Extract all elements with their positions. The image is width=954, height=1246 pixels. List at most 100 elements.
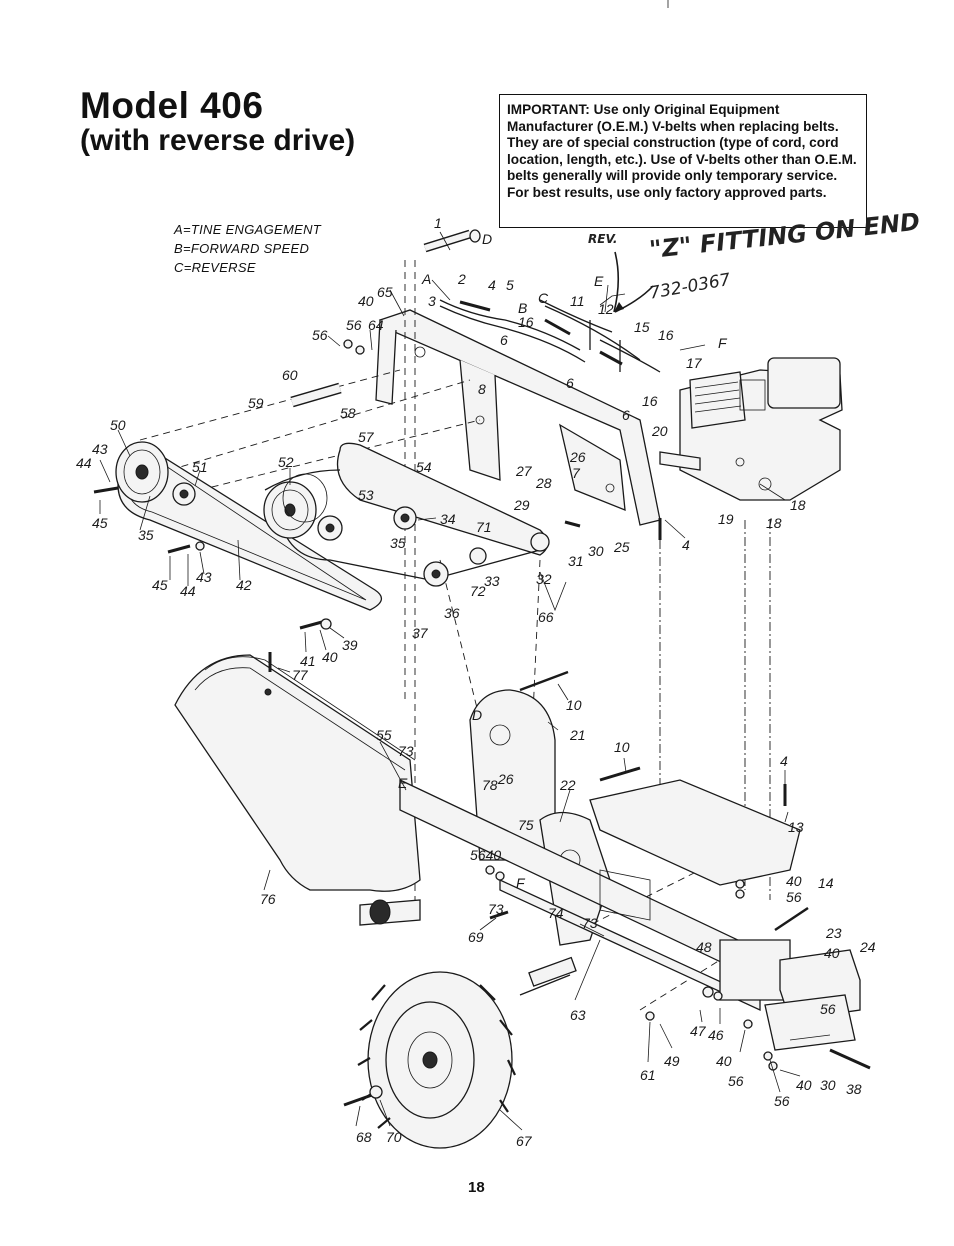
part-label: 54 [416, 459, 432, 475]
part-label: 30 [588, 543, 604, 559]
part-label: C [538, 290, 549, 306]
part-label: 73 [488, 901, 504, 917]
part-label: 43 [196, 569, 212, 585]
part-label: 59 [248, 395, 264, 411]
part-label: 3 [428, 293, 436, 309]
part-label: 45 [152, 577, 168, 593]
part-label: 16 [642, 393, 658, 409]
part-number-labels: 1 D A 2 4 5 E B C 11 12 65 40 56 64 3 16… [76, 215, 876, 1149]
part-label: 56 [346, 317, 362, 333]
part-label: 56 [820, 1001, 836, 1017]
part-label: 30 [820, 1077, 836, 1093]
part-label: 17 [686, 355, 703, 371]
part-label: 42 [236, 577, 252, 593]
part-label: 61 [640, 1067, 656, 1083]
part-label: D [482, 231, 492, 247]
part-label: 69 [468, 929, 484, 945]
legend-a: A=TINE ENGAGEMENT [174, 222, 322, 237]
part-label: 56 [728, 1073, 744, 1089]
part-label: 24 [859, 939, 876, 955]
part-label: 40 [796, 1077, 812, 1093]
pulleys [115, 441, 550, 587]
model-title: Model 406 [80, 85, 264, 126]
part-label: F [516, 875, 526, 891]
part-label: 55 [376, 727, 392, 743]
part-label: 56 [774, 1093, 790, 1109]
part-label: 66 [538, 609, 554, 625]
part-label: 6 [622, 407, 630, 423]
engine [659, 357, 843, 501]
part-label: 31 [568, 553, 584, 569]
part-label: 5 [506, 277, 514, 293]
part-label: E [594, 273, 604, 289]
part-label: B [518, 300, 527, 316]
part-label: 50 [110, 417, 126, 433]
notice-recommendation: For best results, use only factory appro… [507, 184, 827, 200]
important-notice-box: IMPORTANT: Use only Original Equipment M… [499, 94, 867, 228]
lower-frame [399, 778, 801, 1012]
part-label: 16 [658, 327, 674, 343]
handwritten-arrows [613, 251, 654, 313]
part-label: 65 [377, 284, 393, 300]
page-number: 18 [468, 1179, 485, 1196]
part-label: 35 [390, 535, 406, 551]
part-label: 26 [497, 771, 514, 787]
part-label: 56 [786, 889, 802, 905]
part-label: 44 [180, 583, 196, 599]
legend-b: B=FORWARD SPEED [174, 241, 310, 256]
part-label: 10 [614, 739, 630, 755]
part-label: 67 [516, 1133, 533, 1149]
part-label: D [472, 707, 482, 723]
part-label: 5640 [470, 847, 501, 863]
part-label: 15 [634, 319, 650, 335]
part-label: 73 [582, 915, 598, 931]
part-label: 4 [780, 753, 788, 769]
part-label: 25 [613, 539, 630, 555]
part-label: 19 [718, 511, 734, 527]
part-label: 34 [440, 511, 456, 527]
part-label: 58 [340, 405, 356, 421]
part-label: 13 [788, 819, 804, 835]
part-label: 44 [76, 455, 92, 471]
part-label: 46 [708, 1027, 724, 1043]
part-label: 33 [484, 573, 500, 589]
part-label: A [421, 271, 431, 287]
part-label: 10 [566, 697, 582, 713]
part-label: 39 [342, 637, 358, 653]
handwritten-rev: REV. [588, 232, 618, 246]
part-label: 74 [548, 905, 564, 921]
front-weights [764, 949, 861, 1051]
part-label: 64 [368, 317, 384, 333]
part-label: 7 [572, 465, 581, 481]
part-label: 35 [138, 527, 154, 543]
part-label: 16 [518, 314, 534, 330]
part-label: 63 [570, 1007, 586, 1023]
part-label: 71 [476, 519, 492, 535]
part-label: 4 [488, 277, 496, 293]
notice-paragraph: IMPORTANT: Use only Original Equipment M… [507, 102, 857, 184]
wheel-and-tire [357, 956, 577, 1149]
part-label: F [718, 335, 728, 351]
part-label: 8 [478, 381, 486, 397]
part-label: 22 [559, 777, 576, 793]
part-label: 36 [444, 605, 460, 621]
part-label: 49 [664, 1053, 680, 1069]
control-cables [439, 299, 661, 373]
part-label: 40 [716, 1053, 732, 1069]
part-label: 11 [570, 293, 585, 309]
part-label: 18 [766, 515, 782, 531]
callout-leaders [99, 231, 801, 1131]
assembly-guide-lines [139, 260, 771, 1011]
part-label: 56 [312, 327, 328, 343]
part-label: 27 [515, 463, 533, 479]
part-label: 53 [358, 487, 374, 503]
part-label: 76 [260, 891, 276, 907]
part-label: 40 [358, 293, 374, 309]
part-label: 4 [682, 537, 690, 553]
legend-c: C=REVERSE [174, 260, 256, 275]
part-label: 73 [398, 743, 414, 759]
part-label: 21 [569, 727, 586, 743]
part-label: 72 [470, 583, 486, 599]
part-label: 45 [92, 515, 108, 531]
part-label: 20 [651, 423, 668, 439]
